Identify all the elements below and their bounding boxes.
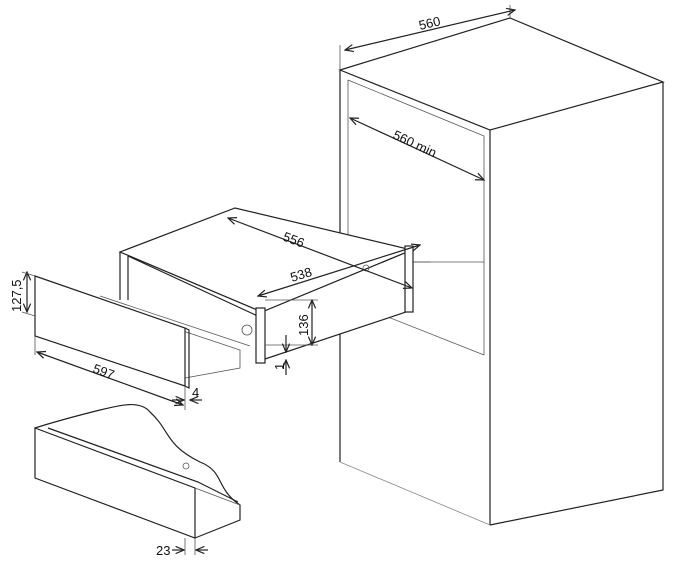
dim-cabinet-width: 560 [417,13,442,32]
dimension-lines [21,5,515,555]
dim-front-height: 127,5 [9,279,24,312]
dim-drawer-gap: 1 [272,363,287,370]
dim-drawer-body-depth: 538 [288,264,313,285]
cabinet [338,17,665,526]
dim-drawer-height: 136 [296,314,311,336]
dim-drawer-depth: 556 [281,229,307,251]
handle-detail [34,404,241,539]
dim-opening-width: 560 min [391,127,439,160]
dim-handle-depth: 23 [156,543,170,558]
dim-front-width: 597 [91,361,117,383]
dim-front-thickness: 4 [192,385,199,400]
